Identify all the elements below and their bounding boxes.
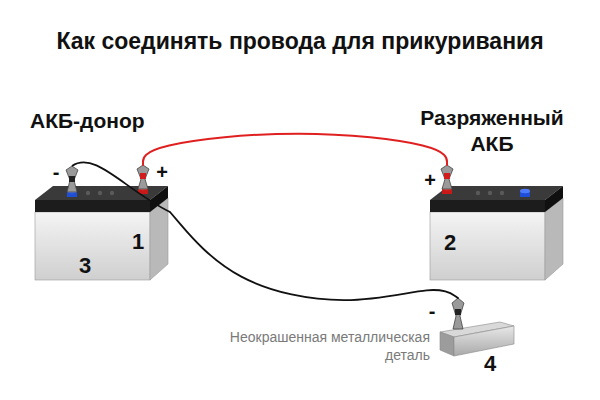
callout-number: 1: [132, 231, 144, 253]
callout-number: 3: [79, 255, 91, 277]
diagram-title: Как соединять провода для прикуривания: [0, 28, 600, 55]
clamp: [66, 166, 78, 192]
wire: [72, 162, 170, 212]
node-heading: Разряженный АКБ: [402, 105, 582, 158]
discharged-battery: [430, 186, 563, 280]
jumper-cable: [143, 134, 447, 165]
polarity-sign: -: [53, 162, 60, 182]
callout-number: 4: [484, 353, 496, 375]
discharged-battery-node: Разряженный АКБ: [430, 165, 563, 280]
callout-number: 2: [444, 232, 456, 254]
clamp: [441, 165, 453, 189]
metal-part: [440, 322, 514, 356]
polarity-sign: -: [429, 301, 436, 321]
jumper-cable: [170, 212, 458, 300]
clamp: [137, 165, 149, 189]
polarity-sign: +: [156, 162, 168, 182]
donor-battery-node: АКБ-донор: [35, 165, 170, 280]
node-heading: Неокрашенная металлическая деталь: [188, 329, 430, 364]
node-heading: АКБ-донор: [30, 108, 230, 133]
metal-part-node: Неокрашенная металлическая деталь: [438, 298, 515, 360]
polarity-sign: +: [424, 170, 436, 190]
clamp: [452, 298, 464, 329]
